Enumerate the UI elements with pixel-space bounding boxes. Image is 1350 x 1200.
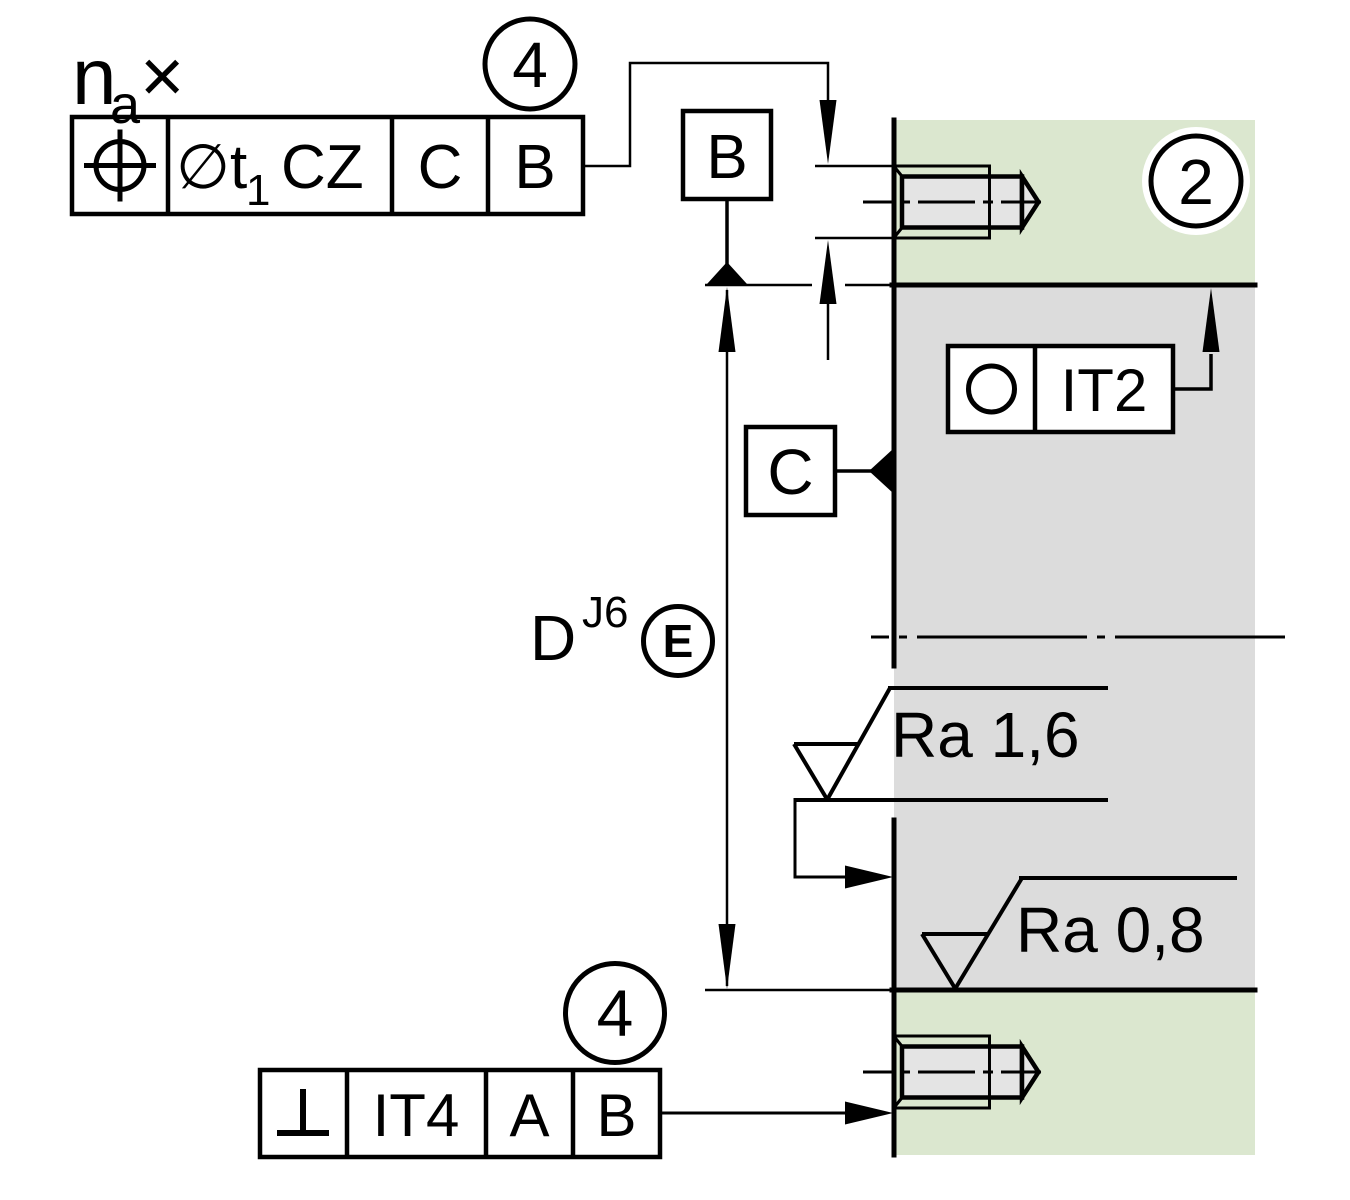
balloon-label: 4	[597, 976, 634, 1050]
fcf-circularity: IT2	[945, 288, 1220, 435]
arrowhead-up	[819, 240, 837, 304]
fcf-datum-2: B	[596, 1082, 636, 1149]
fcf-perpendicularity: IT4 A B	[257, 1067, 893, 1160]
set-screw-bottom	[863, 1034, 1057, 1110]
tolerance-zone: CZ	[281, 133, 364, 202]
envelope-symbol-icon	[641, 604, 715, 678]
fcf-tolerance: IT2	[1061, 357, 1148, 424]
balloon-circle	[482, 16, 578, 112]
dimension-letter: D	[530, 602, 576, 674]
arrowhead-up	[1202, 288, 1220, 352]
roughness-bore: Ra 1,6	[792, 686, 1108, 889]
part-outline	[889, 117, 1258, 1158]
fcf-datum-1: A	[509, 1082, 549, 1149]
arrowhead-up	[718, 287, 736, 352]
fcf-position: ∅t 1 CZ C B	[69, 114, 586, 217]
position-symbol-icon	[84, 129, 156, 202]
times-sign: ×	[140, 34, 184, 119]
datum-feature-b: B	[680, 108, 774, 284]
fcf-datum-2: B	[514, 133, 555, 202]
bore-dimension-label: D J6 E	[530, 588, 715, 678]
arrowhead-right	[845, 865, 893, 889]
hole-count-callout: n a ×	[72, 32, 184, 135]
tolerance-prefix: ∅t	[176, 133, 247, 202]
balloon-label: 4	[512, 29, 548, 101]
roughness-face: Ra 0,8	[920, 876, 1237, 991]
roughness-value: Ra 1,6	[891, 699, 1080, 771]
datum-triangle	[707, 262, 747, 284]
surface-roughness-icon	[920, 876, 1237, 991]
fcf-frame	[69, 114, 586, 217]
surface-roughness-icon	[792, 686, 1108, 802]
datum-triangle	[869, 449, 893, 493]
roughness-short-stroke	[920, 932, 958, 991]
envelope-letter: E	[663, 615, 694, 667]
fcf-frame	[257, 1067, 663, 1160]
arrowhead-down	[718, 924, 736, 989]
fcf-leader	[1173, 354, 1213, 391]
datum-c-box	[743, 424, 838, 518]
tolerance-subscript: 1	[246, 166, 270, 215]
fcf-frame	[945, 343, 1176, 435]
balloon-label: 2	[1178, 146, 1214, 218]
arrowhead-down	[819, 100, 837, 164]
datum-feature-c: C	[743, 424, 893, 518]
count-subscript: a	[110, 75, 141, 135]
datum-b-box	[680, 108, 774, 202]
balloon-circle	[1148, 133, 1244, 229]
balloon-circle	[563, 961, 667, 1065]
fit-class-superscript: J6	[582, 588, 628, 637]
roughness-short-stroke	[792, 742, 830, 802]
balloon-4-bottom: 4	[563, 961, 667, 1065]
roughness-value: Ra 0,8	[1016, 894, 1205, 966]
set-screw-top	[863, 164, 1057, 240]
balloon-2-part: 2	[1142, 127, 1250, 235]
count-letter: n	[72, 32, 117, 121]
balloon-4-top: 4	[482, 16, 578, 112]
circularity-symbol-icon	[966, 363, 1017, 415]
perpendicularity-symbol-icon	[277, 1089, 329, 1136]
arrowhead-right	[845, 1101, 893, 1125]
datum-c-label: C	[767, 436, 813, 508]
datum-b-label: B	[706, 123, 747, 192]
fcf-position-leader	[583, 61, 830, 168]
roughness-leader	[793, 798, 848, 879]
fcf-tolerance: IT4	[373, 1082, 460, 1149]
fcf-datum-1: C	[418, 133, 463, 202]
bore-diameter-dimension	[705, 283, 894, 992]
hole-dimension	[583, 61, 894, 360]
